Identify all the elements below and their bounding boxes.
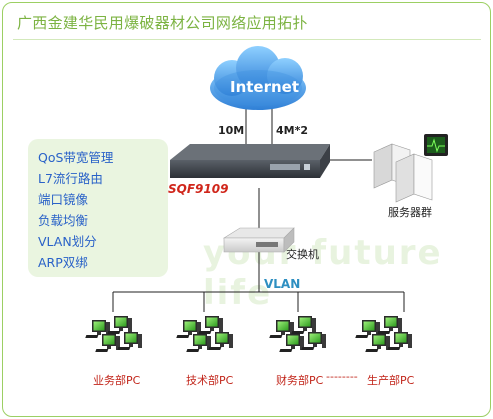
pc-group-label: 生产部PC	[367, 374, 415, 387]
pc-group-icon	[176, 316, 233, 352]
link-left-label: 10M	[218, 124, 245, 137]
feature-item: L7流行路由	[38, 171, 103, 186]
title-divider	[13, 39, 481, 40]
server-group-icon	[373, 134, 448, 203]
router-label: SQF9109	[168, 182, 229, 196]
internet-cloud-icon	[210, 46, 306, 110]
pc-group-label: 财务部PC	[276, 374, 324, 387]
connection-lines	[112, 108, 405, 312]
feature-item: ARP双绑	[38, 255, 88, 270]
pc-group-label: 技术部PC	[186, 374, 234, 387]
feature-panel: QoS带宽管理 L7流行路由 端口镜像 负载均衡 VLAN划分 ARP双绑	[28, 139, 168, 277]
router-device-icon	[170, 144, 330, 178]
server-group-label: 服务器群	[388, 206, 432, 219]
link-right-label: 4M*2	[276, 124, 309, 137]
internet-label: Internet	[230, 78, 300, 96]
feature-item: QoS带宽管理	[38, 150, 114, 165]
pc-group-icon	[85, 316, 142, 352]
pc-group-icon	[355, 316, 412, 352]
feature-item: 端口镜像	[38, 192, 89, 207]
feature-item: 负载均衡	[38, 213, 89, 228]
switch-icon	[222, 227, 295, 253]
switch-label: 交换机	[286, 248, 319, 261]
pc-group-icon	[269, 316, 326, 352]
vlan-label: VLAN	[264, 277, 301, 291]
page-title: 广西金建华民用爆破器材公司网络应用拓扑	[17, 14, 308, 32]
pc-group-label: 业务部PC	[93, 374, 141, 387]
feature-item: VLAN划分	[38, 234, 97, 249]
ellipsis-label: --------	[326, 370, 358, 383]
